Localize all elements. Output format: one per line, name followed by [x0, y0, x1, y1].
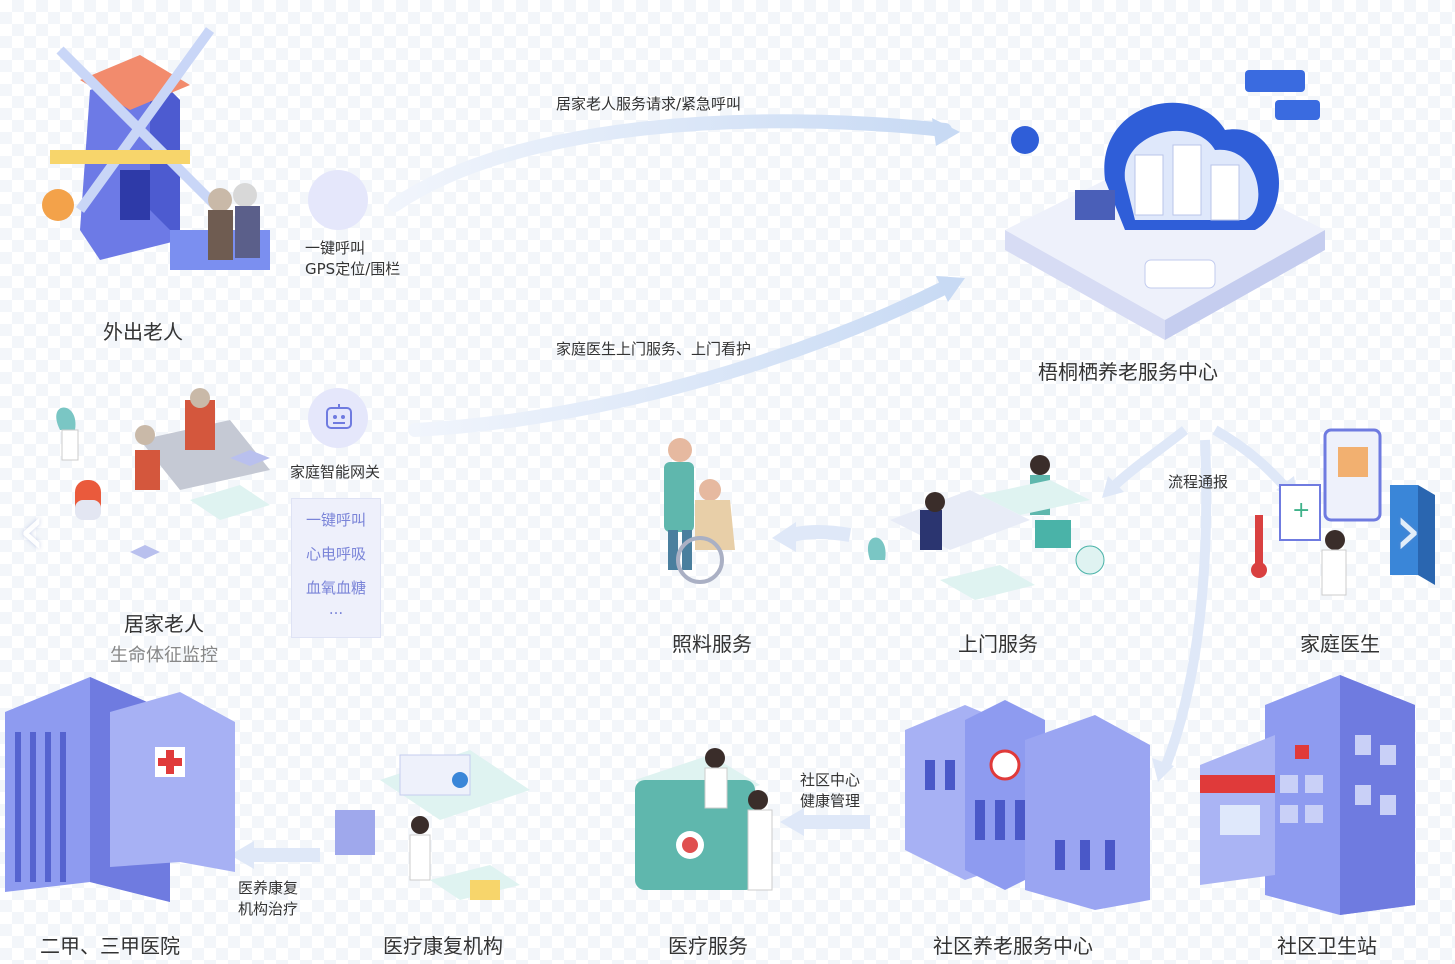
edge-rehab-line-1: 医养康复: [238, 879, 299, 897]
node-hospital: 二甲、三甲医院: [40, 934, 180, 958]
outdoor-elder-illustration: [42, 27, 270, 270]
edge-community-line-1: 社区中心: [800, 771, 861, 789]
edge-rehab-line-2: 机构治疗: [238, 900, 299, 918]
arrow-to-care: [787, 525, 852, 543]
node-care-service: 照料服务: [672, 632, 752, 656]
edge-request-label: 居家老人服务请求/紧急呼叫: [556, 95, 742, 113]
device-label: 一键呼叫 GPS定位/围栏: [305, 238, 400, 280]
arrow-notify-left: [1108, 426, 1189, 492]
care-service-illustration: [664, 438, 735, 584]
edge-rehab-label: 医养康复 机构治疗: [238, 878, 298, 920]
gateway-panel: 一键呼叫 心电呼吸 血氧血糖 ...: [291, 498, 381, 638]
family-doctor-illustration: +: [1251, 428, 1435, 596]
prev-slide-button[interactable]: ‹: [18, 489, 46, 571]
gateway-item: 一键呼叫: [305, 511, 366, 529]
gateway-circle: [308, 388, 368, 448]
health-station-illustration: [1200, 675, 1415, 915]
home-service-illustration: [867, 455, 1105, 600]
node-community-center: 社区养老服务中心: [933, 934, 1093, 958]
edge-notify-label: 流程通报: [1168, 473, 1229, 491]
arrow-notify-down: [1160, 439, 1212, 770]
gateway-item: 血氧血糖: [305, 579, 366, 597]
edge-community-health-label: 社区中心 健康管理: [800, 770, 860, 812]
arrow-doctor-visit: [408, 278, 957, 437]
node-home-service: 上门服务: [958, 632, 1038, 656]
device-line-1: 一键呼叫: [305, 239, 366, 257]
node-health-station: 社区卫生站: [1277, 934, 1377, 958]
device-circle: [308, 170, 368, 230]
svg-text:+: +: [1292, 498, 1310, 523]
arrow-request: [388, 114, 952, 212]
edge-community-line-2: 健康管理: [800, 792, 861, 810]
node-rehab-institution: 医疗康复机构: [383, 934, 503, 958]
gateway-robot-icon: [326, 404, 352, 429]
home-elder-illustration: [56, 388, 270, 559]
rehab-institution-illustration: [335, 750, 530, 900]
gateway-title: 家庭智能网关: [290, 463, 381, 481]
device-line-2: GPS定位/围栏: [305, 260, 401, 278]
node-family-doctor: 家庭医生: [1300, 632, 1380, 656]
node-outdoor-elder: 外出老人: [103, 320, 183, 344]
gateway-item: ...: [328, 600, 344, 618]
community-center-illustration: [905, 700, 1150, 910]
gateway-item: 心电呼吸: [305, 545, 366, 563]
medical-service-illustration: [635, 748, 773, 891]
next-slide-button[interactable]: ›: [1394, 489, 1422, 571]
node-home-elder: 居家老人: [124, 612, 204, 636]
edge-doctor-visit-label: 家庭医生上门服务、上门看护: [556, 340, 752, 358]
hospital-illustration: [5, 677, 235, 902]
node-home-elder-sub: 生命体征监控: [110, 645, 218, 666]
node-medical-service: 医疗服务: [668, 934, 748, 958]
service-center-illustration: [1005, 70, 1325, 340]
node-service-center: 梧桐栖养老服务中心: [1038, 360, 1218, 384]
